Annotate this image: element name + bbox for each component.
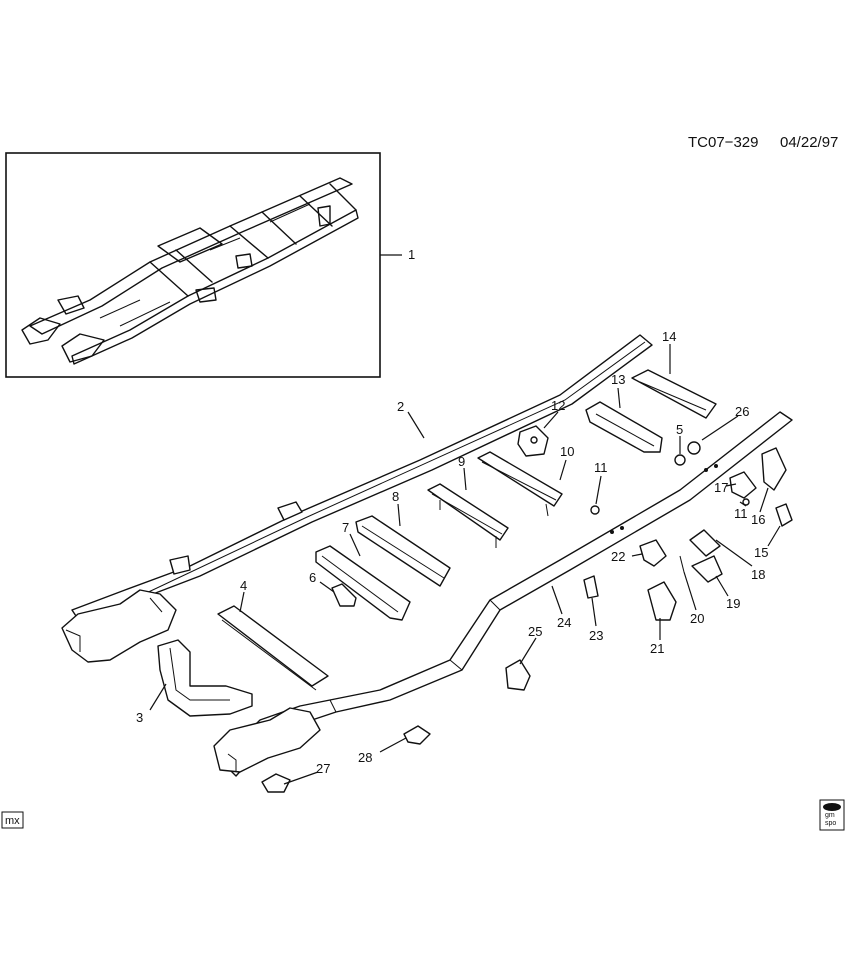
part-14-crossmember [631,369,717,419]
part-27-bracket [261,773,291,793]
part-21-bracket [647,581,677,621]
callout-7: 7 [342,520,349,535]
part-11-nut-b [742,498,750,506]
logo-top-text: gm [825,812,835,819]
callout-12: 12 [551,398,565,413]
callout-9: 9 [458,454,465,469]
frame-assembly-inset: 1 [5,152,415,378]
callout-6: 6 [309,570,316,585]
part-19-bracket [691,555,723,583]
callout-23: 23 [589,628,603,643]
callout-10: 10 [560,444,574,459]
callout-3: 3 [136,710,143,725]
callout-17: 17 [714,480,728,495]
callout-13: 13 [611,372,625,387]
diagram-date: 04/22/97 [780,134,838,151]
mx-badge: mx [1,811,24,829]
leader-lines [149,344,781,785]
part-10-crossmember [477,451,563,517]
part-6-bracket [331,583,357,607]
callout-19: 19 [726,596,740,611]
callout-16: 16 [751,512,765,527]
mx-label: mx [5,815,20,827]
diagram-code: TC07−329 [688,134,758,151]
part-15-bracket [775,503,793,527]
callout-8: 8 [392,489,399,504]
part-9-crossmember [427,483,509,548]
part-20-bolt [679,555,685,573]
callout-11-a: 11 [594,460,608,475]
callout-numbers: 2 3 4 5 6 7 8 9 10 11 12 13 14 15 16 17 … [136,329,768,776]
callout-28: 28 [358,750,372,765]
part-13-skid-plate [585,401,663,453]
part-7-crossmember [315,545,411,621]
part-2-left-rail [61,334,653,663]
logo-bottom-text: spo [825,820,836,827]
callout-1: 1 [408,247,415,262]
part-11-nut-a [590,505,600,515]
callout-25: 25 [528,624,542,639]
part-23-bracket [583,575,599,599]
part-5-bolt [674,454,686,466]
callout-18: 18 [751,567,765,582]
callout-26: 26 [735,404,749,419]
rear-brackets [261,447,793,793]
callout-27: 27 [316,761,330,776]
callout-11-b: 11 [734,506,748,521]
part-12-mount [517,425,549,457]
part-24-right-rail [213,411,793,777]
callout-22: 22 [611,549,625,564]
callout-20: 20 [690,611,704,626]
frame-assembly-drawing [21,177,359,365]
callout-4: 4 [240,578,247,593]
part-8-crossmember [355,515,451,587]
part-3-front-bracket [157,639,253,717]
callout-15: 15 [754,545,768,560]
callout-5: 5 [676,422,683,437]
callout-24: 24 [557,615,571,630]
part-18-bracket [689,529,721,557]
callout-14: 14 [662,329,676,344]
part-16-hanger [761,447,787,491]
callout-21: 21 [650,641,664,656]
gm-spo-logo: gm spo [819,799,845,831]
part-17-bracket [729,471,757,499]
part-26-nut [687,441,701,455]
part-22-mount [639,539,667,567]
part-4-crossmember [217,605,329,691]
part-25-bracket [505,659,531,691]
callout-2: 2 [397,399,404,414]
part-28-bracket [403,725,431,745]
fasteners [590,441,750,515]
